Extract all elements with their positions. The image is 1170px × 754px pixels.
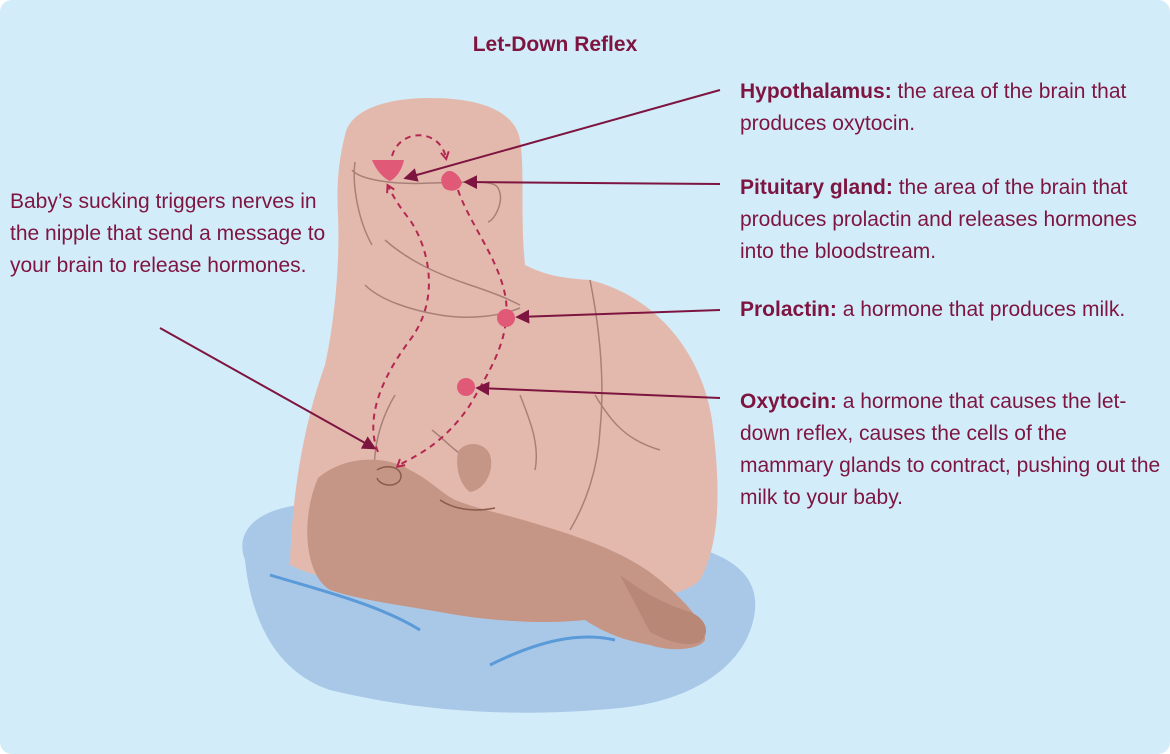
label-baby-sucking: Baby’s sucking triggers nerves in the ni… [10, 186, 340, 282]
label-prolactin-text: a hormone that produces milk. [837, 298, 1125, 321]
diagram-title: Let-Down Reflex [0, 33, 1110, 57]
label-hypothalamus: Hypothalamus: the area of the brain that… [740, 76, 1160, 140]
label-prolactin-term: Prolactin: [740, 298, 837, 321]
label-prolactin: Prolactin: a hormone that produces milk. [740, 294, 1160, 326]
prolactin-dot [497, 309, 515, 327]
oxytocin-dot [457, 378, 475, 396]
label-pituitary-gland: Pituitary gland: the area of the brain t… [740, 172, 1165, 268]
label-oxytocin: Oxytocin: a hormone that causes the let-… [740, 386, 1165, 514]
label-baby-text: Baby’s sucking triggers nerves in the ni… [10, 190, 325, 277]
label-oxytocin-term: Oxytocin: [740, 390, 837, 413]
label-hypothalamus-term: Hypothalamus: [740, 80, 892, 103]
label-pituitary-term: Pituitary gland: [740, 176, 893, 199]
